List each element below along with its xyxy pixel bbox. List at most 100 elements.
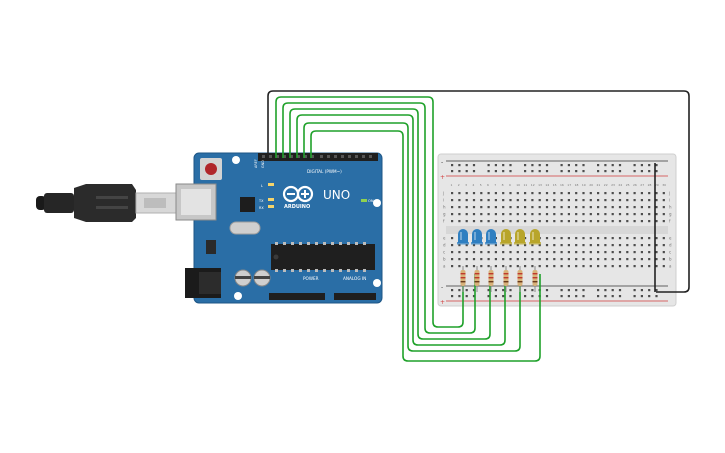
rail-hole[interactable] bbox=[611, 295, 614, 298]
analog-header[interactable] bbox=[334, 293, 376, 300]
rail-hole[interactable] bbox=[538, 170, 541, 173]
breadboard-hole[interactable] bbox=[487, 199, 490, 202]
rail-hole[interactable] bbox=[560, 164, 563, 167]
breadboard-hole[interactable] bbox=[633, 220, 636, 223]
breadboard-hole[interactable] bbox=[545, 213, 549, 216]
breadboard-hole[interactable] bbox=[458, 251, 461, 254]
breadboard-hole[interactable] bbox=[626, 192, 629, 195]
breadboard-hole[interactable] bbox=[611, 199, 614, 202]
breadboard-hole[interactable] bbox=[545, 265, 549, 268]
breadboard-hole[interactable] bbox=[509, 251, 512, 254]
breadboard-hole[interactable] bbox=[597, 192, 600, 195]
breadboard-hole[interactable] bbox=[472, 206, 476, 209]
rail-hole[interactable] bbox=[597, 170, 600, 173]
breadboard-hole[interactable] bbox=[458, 213, 461, 216]
breadboard-hole[interactable] bbox=[597, 199, 600, 202]
breadboard-hole[interactable] bbox=[655, 213, 658, 216]
breadboard-hole[interactable] bbox=[465, 206, 468, 209]
rail-hole[interactable] bbox=[545, 170, 549, 173]
breadboard-hole[interactable] bbox=[487, 192, 490, 195]
breadboard-hole[interactable] bbox=[560, 192, 563, 195]
breadboard-hole[interactable] bbox=[451, 213, 454, 216]
breadboard-hole[interactable] bbox=[567, 237, 570, 240]
led[interactable] bbox=[530, 229, 540, 243]
breadboard-hole[interactable] bbox=[502, 220, 505, 223]
breadboard-hole[interactable] bbox=[589, 265, 592, 268]
rail-hole[interactable] bbox=[611, 170, 614, 173]
breadboard-hole[interactable] bbox=[487, 258, 490, 261]
breadboard-hole[interactable] bbox=[655, 244, 658, 247]
breadboard-hole[interactable] bbox=[582, 220, 585, 223]
rail-hole[interactable] bbox=[509, 289, 512, 292]
breadboard-hole[interactable] bbox=[465, 220, 468, 223]
breadboard-hole[interactable] bbox=[451, 220, 454, 223]
breadboard-hole[interactable] bbox=[509, 258, 512, 261]
breadboard-hole[interactable] bbox=[524, 206, 527, 209]
breadboard-hole[interactable] bbox=[662, 265, 665, 268]
rail-hole[interactable] bbox=[648, 164, 651, 167]
rail-hole[interactable] bbox=[640, 295, 643, 298]
arduino-uno-board[interactable]: AREF GND DIGITAL (PWM~) ARDUINO UNO L TX… bbox=[175, 152, 383, 304]
breadboard-hole[interactable] bbox=[597, 220, 600, 223]
rail-hole[interactable] bbox=[465, 170, 468, 173]
rail-hole[interactable] bbox=[582, 170, 585, 173]
breadboard-hole[interactable] bbox=[538, 265, 541, 268]
breadboard-hole[interactable] bbox=[465, 265, 468, 268]
rail-hole[interactable] bbox=[633, 289, 636, 292]
breadboard-hole[interactable] bbox=[502, 206, 505, 209]
rail-hole[interactable] bbox=[648, 289, 651, 292]
breadboard-hole[interactable] bbox=[640, 199, 643, 202]
breadboard-hole[interactable] bbox=[567, 206, 570, 209]
rail-hole[interactable] bbox=[451, 170, 454, 173]
breadboard-hole[interactable] bbox=[538, 244, 541, 247]
breadboard-hole[interactable] bbox=[494, 265, 497, 268]
breadboard-hole[interactable] bbox=[604, 206, 607, 209]
breadboard-hole[interactable] bbox=[655, 192, 658, 195]
breadboard-hole[interactable] bbox=[611, 265, 614, 268]
breadboard-hole[interactable] bbox=[604, 244, 607, 247]
breadboard-hole[interactable] bbox=[516, 244, 519, 247]
breadboard-hole[interactable] bbox=[472, 213, 476, 216]
breadboard-hole[interactable] bbox=[502, 244, 505, 247]
breadboard-hole[interactable] bbox=[662, 220, 665, 223]
breadboard-hole[interactable] bbox=[472, 192, 476, 195]
breadboard-hole[interactable] bbox=[553, 220, 556, 223]
rail-hole[interactable] bbox=[597, 164, 600, 167]
breadboard-hole[interactable] bbox=[648, 237, 651, 240]
rail-hole[interactable] bbox=[575, 295, 578, 298]
breadboard-hole[interactable] bbox=[640, 237, 643, 240]
breadboard-hole[interactable] bbox=[611, 206, 614, 209]
breadboard-hole[interactable] bbox=[560, 199, 563, 202]
rail-hole[interactable] bbox=[458, 289, 461, 292]
breadboard-hole[interactable] bbox=[655, 199, 658, 202]
breadboard-hole[interactable] bbox=[640, 258, 643, 261]
breadboard-hole[interactable] bbox=[524, 213, 527, 216]
breadboard-hole[interactable] bbox=[567, 192, 570, 195]
rail-hole[interactable] bbox=[604, 295, 607, 298]
breadboard-hole[interactable] bbox=[465, 213, 468, 216]
breadboard-hole[interactable] bbox=[458, 258, 461, 261]
breadboard-hole[interactable] bbox=[494, 199, 497, 202]
rail-hole[interactable] bbox=[545, 289, 549, 292]
breadboard-hole[interactable] bbox=[480, 213, 483, 216]
breadboard-hole[interactable] bbox=[538, 258, 541, 261]
breadboard-hole[interactable] bbox=[604, 213, 607, 216]
rail-hole[interactable] bbox=[524, 295, 527, 298]
rail-hole[interactable] bbox=[524, 170, 527, 173]
breadboard-hole[interactable] bbox=[524, 244, 527, 247]
breadboard-hole[interactable] bbox=[494, 192, 497, 195]
rail-hole[interactable] bbox=[633, 170, 636, 173]
breadboard-hole[interactable] bbox=[545, 258, 549, 261]
breadboard-hole[interactable] bbox=[611, 213, 614, 216]
rail-hole[interactable] bbox=[604, 170, 607, 173]
signal-wire-pin12[interactable] bbox=[282, 102, 476, 334]
breadboard-hole[interactable] bbox=[589, 206, 592, 209]
breadboard-hole[interactable] bbox=[494, 244, 497, 247]
breadboard-hole[interactable] bbox=[538, 192, 541, 195]
breadboard-hole[interactable] bbox=[604, 265, 607, 268]
led[interactable] bbox=[458, 229, 468, 243]
breadboard-hole[interactable] bbox=[633, 244, 636, 247]
breadboard-hole[interactable] bbox=[582, 244, 585, 247]
breadboard-hole[interactable] bbox=[524, 237, 527, 240]
